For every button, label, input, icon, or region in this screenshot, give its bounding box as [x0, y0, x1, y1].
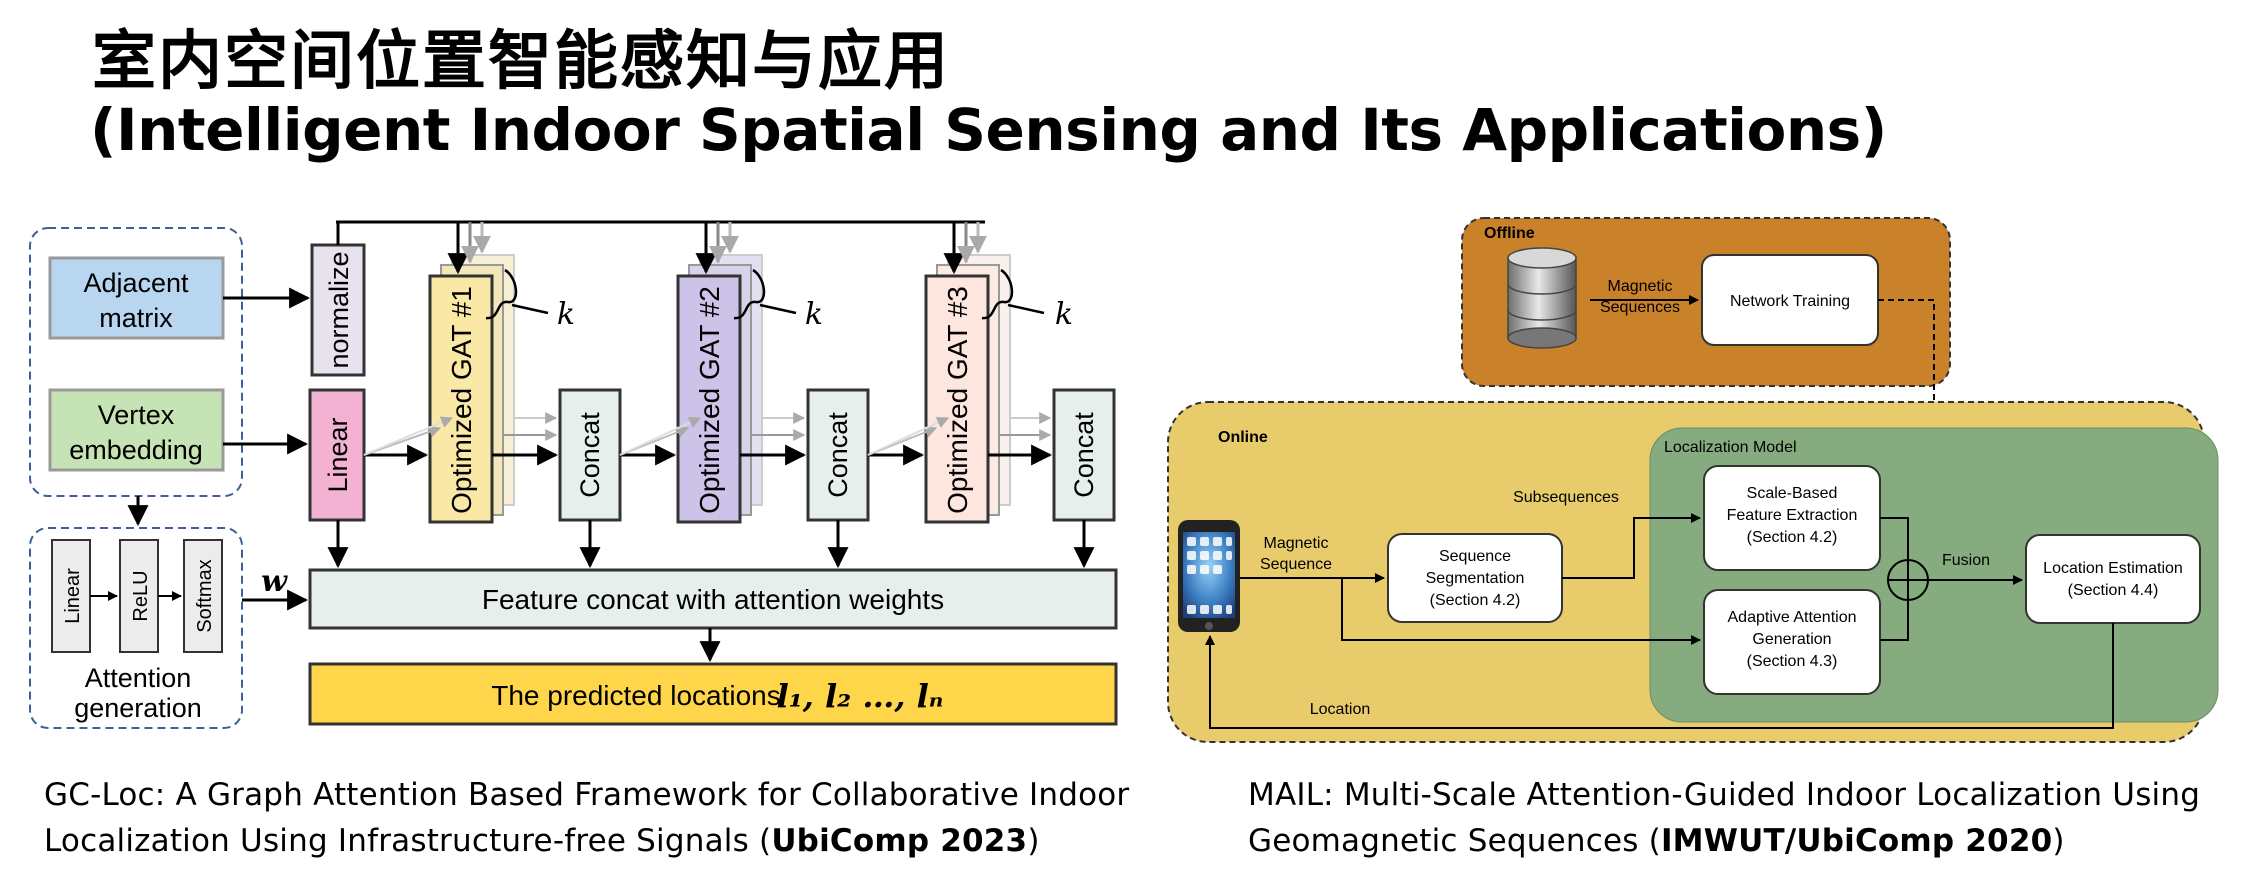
left-caption-line-2: Localization Using Infrastructure-free S…	[44, 823, 1040, 859]
concat-2: Concat	[619, 388, 870, 522]
left-caption-line-1: GC-Loc: A Graph Attention Based Framewor…	[44, 777, 1130, 813]
input-group-frame	[29, 227, 243, 497]
gat2-box	[676, 274, 742, 524]
feature-concat-box	[308, 568, 1118, 630]
attn-linear-label: Linear	[62, 568, 84, 624]
magnetic-sequence-label-2: Sequence	[1260, 556, 1332, 573]
predicted-locations-math: l₁, l₂ …, lₙ	[777, 677, 944, 715]
right-caption-line-1: MAIL: Multi-Scale Attention-Guided Indoo…	[1248, 777, 2201, 813]
location-estimation-box	[2025, 534, 2201, 624]
w-label: w	[261, 564, 288, 599]
location-label: Location	[1310, 701, 1371, 718]
mail-diagram: Offline Magnetic Sequences Network Train…	[1167, 217, 2219, 743]
normalize-label: normalize	[324, 251, 354, 368]
attn-linear-box	[51, 539, 91, 653]
adjacent-matrix-label-1: Adjacent	[83, 268, 189, 298]
fusion-label: Fusion	[1942, 552, 1990, 569]
svg-text:(Section 4.3): (Section 4.3)	[1747, 653, 1838, 670]
k-label-3: k	[1055, 297, 1073, 332]
normalize-box	[310, 243, 366, 377]
svg-text:Scale-Based: Scale-Based	[1747, 485, 1838, 502]
gat3-box	[924, 274, 990, 524]
predicted-locations-box	[308, 662, 1118, 726]
magnetic-sequences-label-2: Sequences	[1600, 299, 1680, 316]
svg-text:Concat: Concat	[1069, 412, 1099, 498]
gat2-label: Optimized GAT #2	[694, 286, 725, 514]
concat-3: Concat	[867, 388, 1116, 522]
database-icon	[1507, 247, 1577, 349]
attention-group-frame	[29, 527, 243, 729]
gat3-label: Optimized GAT #3	[942, 286, 973, 514]
concat-1: Concat	[492, 388, 622, 522]
page-title-chinese: 室内空间位置智能感知与应用	[92, 25, 950, 99]
left-venue: UbiComp 2023	[771, 823, 1028, 859]
attn-softmax-label: Softmax	[194, 559, 216, 632]
vertex-embedding-label-2: embedding	[69, 435, 203, 465]
localization-model-label: Localization Model	[1664, 439, 1797, 456]
right-venue: IMWUT/UbiComp 2020	[1660, 823, 2053, 859]
svg-text:(Section 4.2): (Section 4.2)	[1430, 592, 1521, 609]
svg-text:(Section 4.2): (Section 4.2)	[1747, 529, 1838, 546]
attention-generation-label-2: generation	[74, 693, 202, 723]
attn-softmax-box	[183, 539, 223, 653]
gat-layer-2: Optimized GAT #2 k	[676, 222, 823, 524]
magnetic-sequence-label-1: Magnetic	[1264, 535, 1329, 552]
svg-text:Sequence: Sequence	[1439, 548, 1511, 565]
right-caption: MAIL: Multi-Scale Attention-Guided Indoo…	[1248, 772, 2200, 864]
page-title-english: (Intelligent Indoor Spatial Sensing and …	[90, 96, 1887, 164]
svg-text:Location Estimation: Location Estimation	[2043, 560, 2183, 577]
gc-loc-diagram: Adjacent matrix Vertex embedding Linear …	[29, 220, 1118, 729]
training-to-model-arrow	[1878, 299, 1939, 425]
k-label-2: k	[805, 297, 823, 332]
vertex-embedding-box	[48, 388, 225, 472]
svg-text:(Section 4.4): (Section 4.4)	[2068, 582, 2159, 599]
svg-text:Segmentation: Segmentation	[1426, 570, 1525, 587]
gat1-box	[428, 274, 494, 524]
online-label: Online	[1218, 429, 1268, 446]
gat-layer-1: Optimized GAT #1 k	[363, 222, 575, 524]
svg-text:Generation: Generation	[1752, 631, 1831, 648]
offline-label: Offline	[1484, 225, 1535, 242]
gat-layer-3: Optimized GAT #3 k	[924, 222, 1073, 524]
svg-text:Concat: Concat	[823, 412, 853, 498]
location-feedback-arrow	[1205, 623, 2114, 729]
attention-generation-label-1: Attention	[85, 663, 192, 693]
linear-label: Linear	[323, 417, 353, 492]
network-training-label: Network Training	[1730, 293, 1850, 310]
left-caption: GC-Loc: A Graph Attention Based Framewor…	[44, 772, 1129, 864]
attn-relu-label: ReLU	[130, 570, 152, 621]
svg-text:Feature Extraction: Feature Extraction	[1727, 507, 1858, 524]
predicted-locations-label: The predicted locations	[491, 680, 781, 711]
right-caption-line-2: Geomagnetic Sequences (IMWUT/UbiComp 202…	[1248, 823, 2065, 859]
adaptive-attention-box	[1703, 589, 1881, 695]
subsequences-label: Subsequences	[1513, 489, 1619, 506]
k-label-1: k	[557, 297, 575, 332]
adjacent-matrix-label-2: matrix	[99, 303, 173, 333]
smartphone-icon	[1178, 520, 1240, 632]
feature-concat-label: Feature concat with attention weights	[482, 584, 944, 615]
gat1-label: Optimized GAT #1	[446, 286, 477, 514]
svg-text:Concat: Concat	[575, 412, 605, 498]
magnetic-sequences-label-1: Magnetic	[1608, 278, 1673, 295]
vertex-embedding-label-1: Vertex	[98, 400, 175, 430]
attn-relu-box	[119, 539, 159, 653]
svg-text:Adaptive Attention: Adaptive Attention	[1728, 609, 1857, 626]
